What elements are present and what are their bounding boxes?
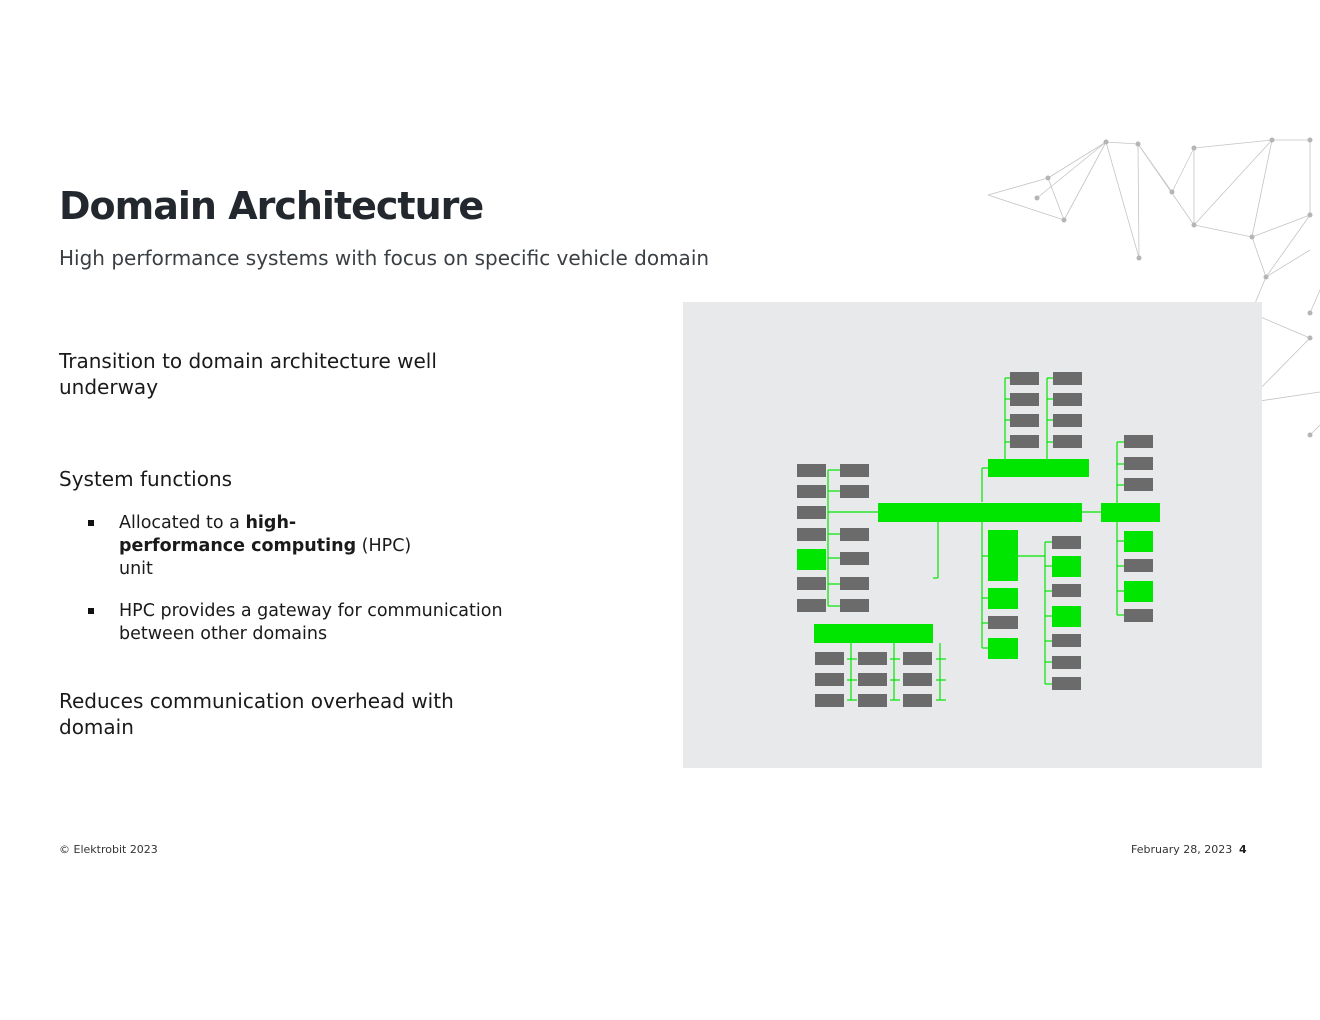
point-reduces-overhead: Reduces communication overhead with doma… bbox=[59, 689, 454, 739]
point-transition: Transition to domain architecture well u… bbox=[59, 349, 437, 399]
point-system-functions: System functions bbox=[59, 467, 233, 491]
domain-architecture-diagram bbox=[797, 372, 1160, 707]
slide-title: Domain Architecture bbox=[59, 184, 484, 228]
bullet-hpc-gateway: HPC provides a gateway for communication… bbox=[88, 600, 519, 646]
footer-copyright: © Elektrobit 2023 bbox=[59, 843, 158, 856]
footer-page-number: 4 bbox=[1239, 843, 1247, 856]
bullet-list: Allocated to a high-performance computin… bbox=[88, 512, 538, 665]
slide-subtitle: High performance systems with focus on s… bbox=[59, 246, 710, 270]
bullet-hpc-allocation: Allocated to a high-performance computin… bbox=[88, 512, 419, 581]
bullet2-text: HPC provides a gateway for communication… bbox=[119, 601, 503, 644]
bullet1-pre: Allocated to a bbox=[119, 513, 246, 533]
footer-date: February 28, 2023 bbox=[1131, 843, 1233, 856]
bullet1-bold: high-performance computing bbox=[119, 513, 357, 556]
bullet1-post: (HPC) unit bbox=[119, 536, 412, 579]
diagram-background bbox=[683, 302, 1262, 768]
bullet-marker bbox=[88, 520, 94, 526]
bullet-marker bbox=[88, 608, 94, 614]
